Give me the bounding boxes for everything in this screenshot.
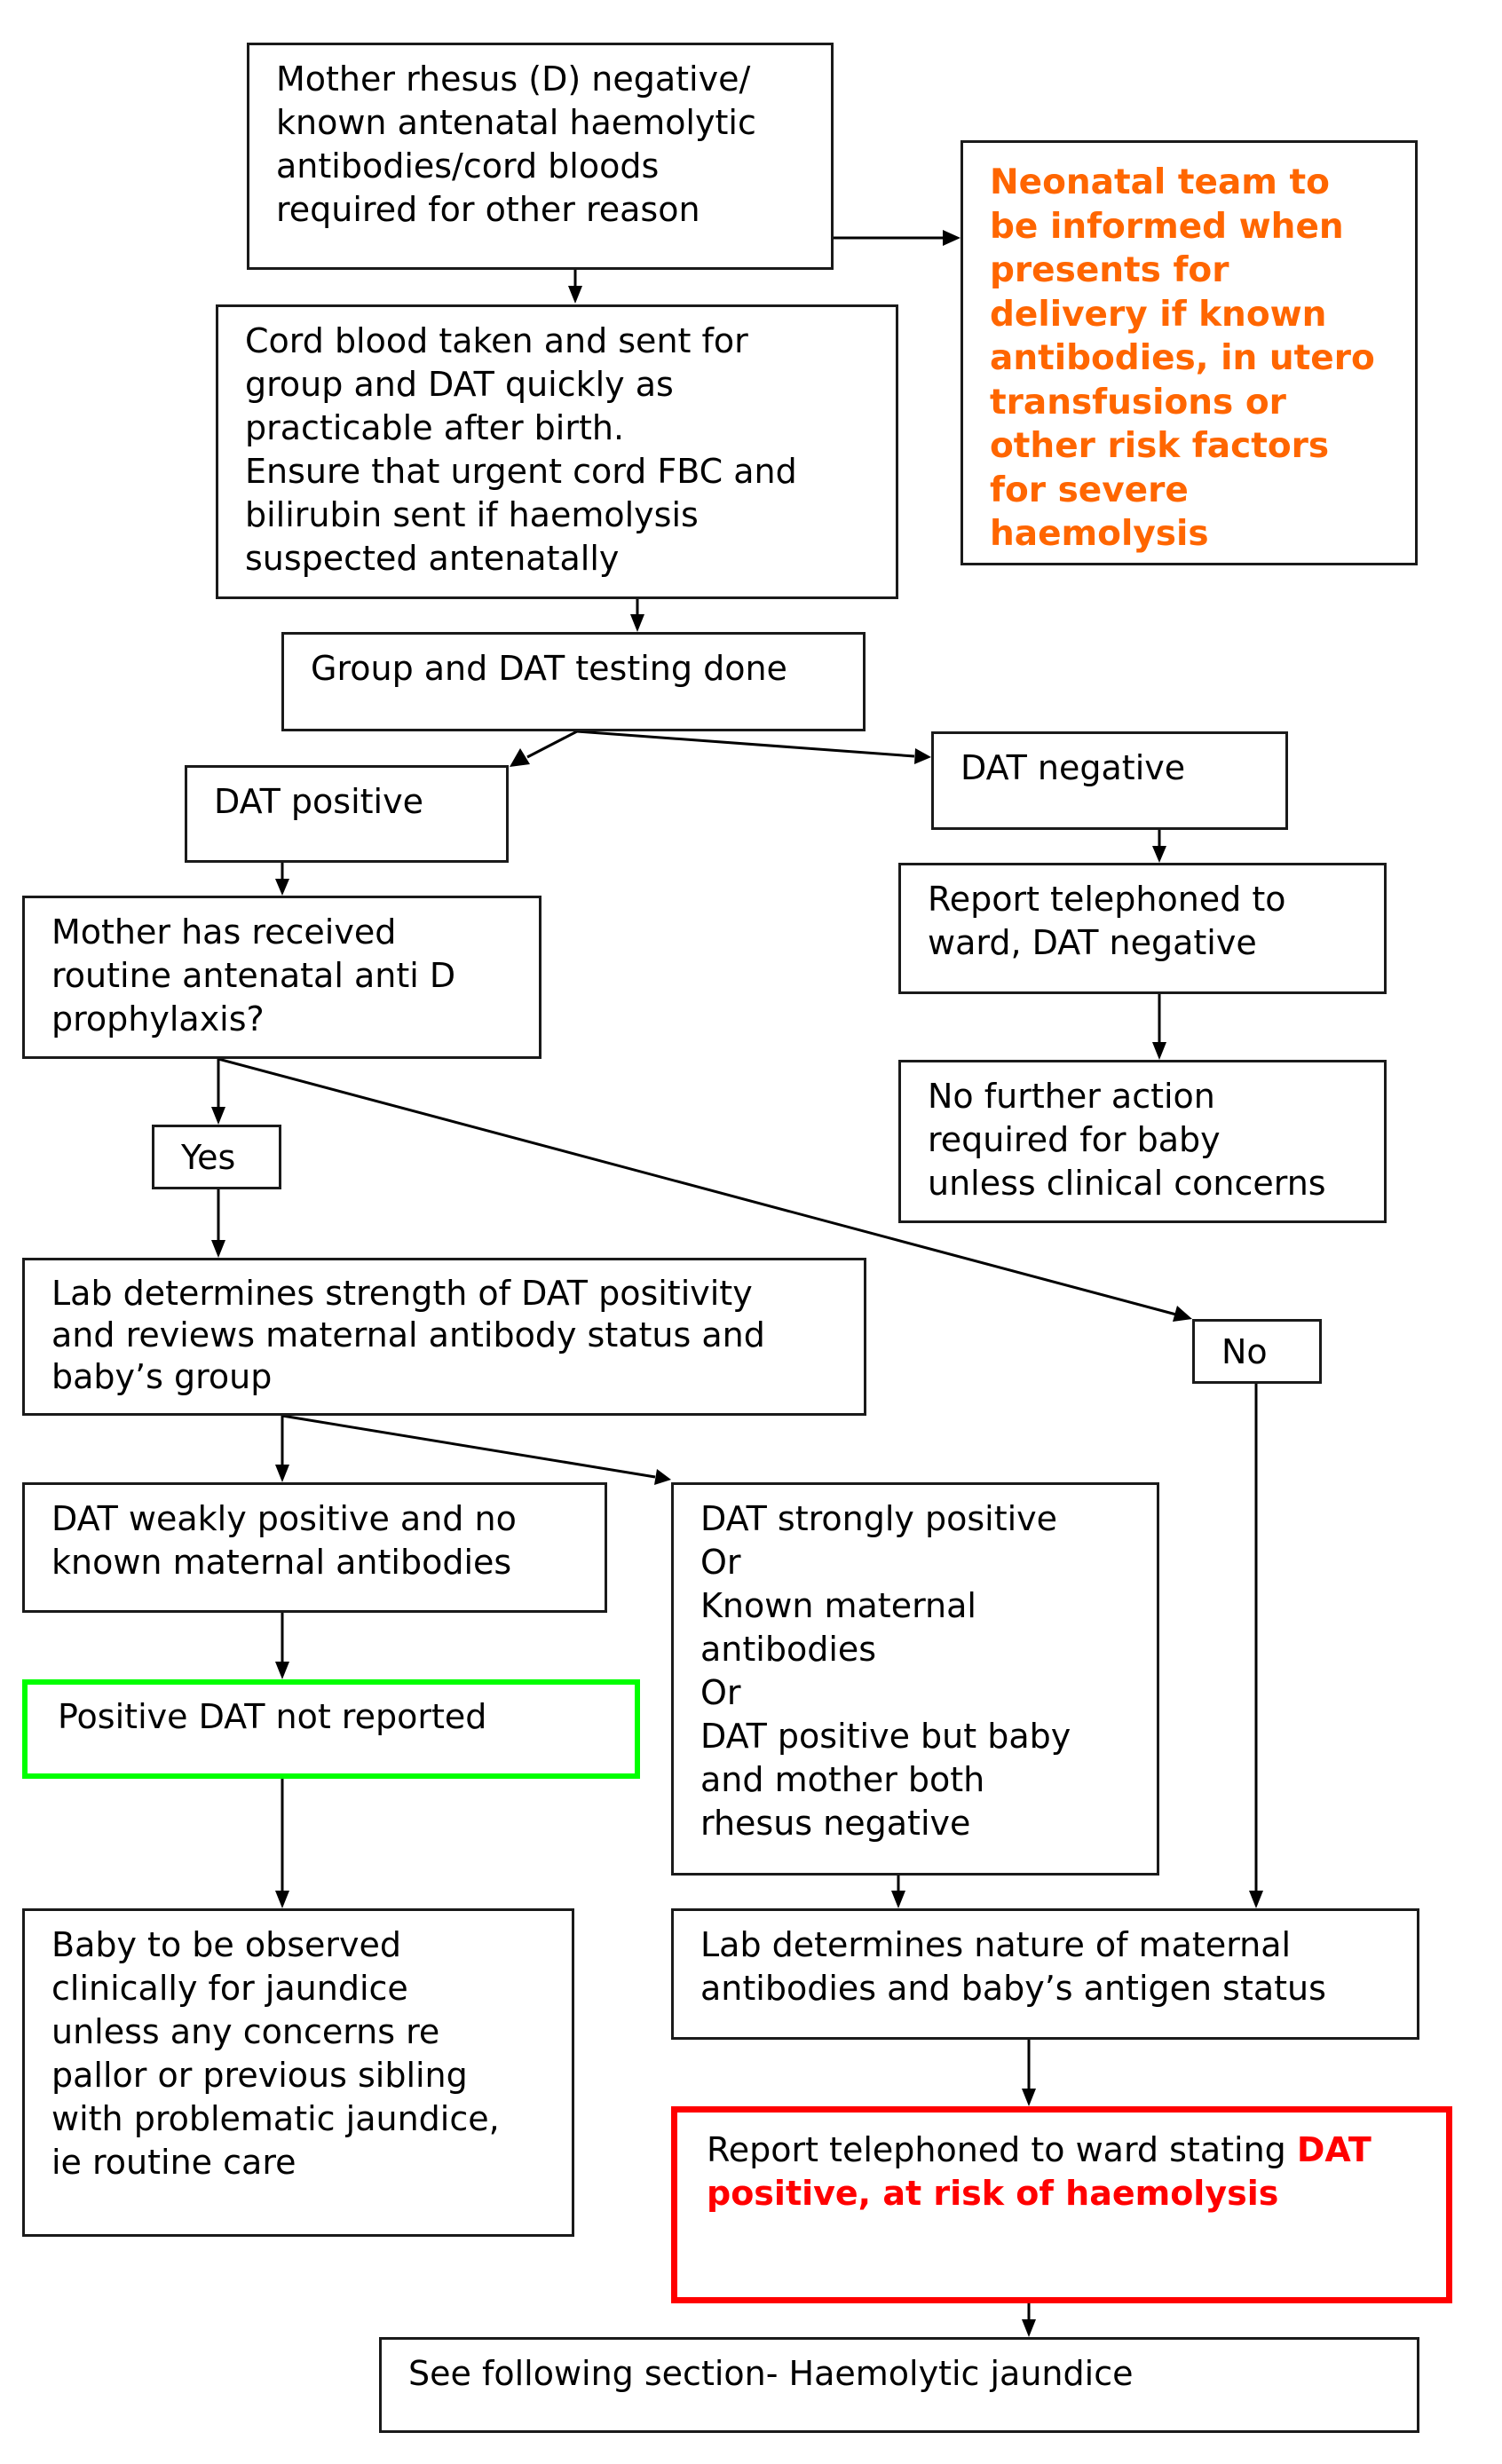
node-report-negative: Report telephoned to ward, DAT negative xyxy=(898,863,1387,994)
arrowhead xyxy=(891,1891,905,1908)
edge-lab-strength-strong xyxy=(281,1414,656,1479)
node-see-following: See following section- Haemolytic jaundi… xyxy=(379,2337,1419,2433)
node-dat-positive: DAT positive xyxy=(185,765,509,863)
node-report-positive: Report telephoned to ward stating DAT po… xyxy=(671,2106,1452,2303)
node-not-reported: Positive DAT not reported xyxy=(22,1679,640,1779)
arrowhead xyxy=(1249,1891,1263,1908)
node-neonatal-team-alert: Neonatal team to be informed when presen… xyxy=(960,140,1418,565)
arrowhead xyxy=(211,1107,225,1125)
arrowhead xyxy=(1173,1306,1192,1322)
node-dat-negative: DAT negative xyxy=(931,731,1288,830)
arrowhead xyxy=(1022,2089,1036,2106)
edge-question-no xyxy=(217,1057,1177,1316)
node-no-further-action: No further action required for baby unle… xyxy=(898,1060,1387,1223)
arrowhead xyxy=(1152,846,1166,863)
arrowhead xyxy=(275,1465,289,1482)
arrowhead xyxy=(510,748,530,767)
report-positive-emphasis-text: DAT positive, at risk of haemolysis xyxy=(707,2130,1372,2213)
node-dat-strong: DAT strongly positive Or Known maternal … xyxy=(671,1482,1159,1876)
arrowhead xyxy=(914,748,931,764)
edge-testing-dat-positive xyxy=(526,730,578,759)
arrowhead xyxy=(211,1240,225,1258)
node-observe-baby: Baby to be observed clinically for jaund… xyxy=(22,1908,574,2237)
arrowhead xyxy=(275,1662,289,1679)
arrowhead xyxy=(275,879,289,896)
node-anti-d-question: Mother has received routine antenatal an… xyxy=(22,896,542,1059)
edge-testing-dat-negative xyxy=(576,730,915,758)
report-positive-plain-text: Report telephoned to ward stating xyxy=(707,2130,1297,2169)
arrowhead xyxy=(630,614,644,632)
node-start: Mother rhesus (D) negative/ known antena… xyxy=(247,43,834,270)
node-lab-nature: Lab determines nature of maternal antibo… xyxy=(671,1908,1419,2040)
arrowhead xyxy=(1022,2319,1036,2337)
node-dat-weak: DAT weakly positive and no known materna… xyxy=(22,1482,607,1613)
arrowhead xyxy=(568,286,582,304)
node-testing-done: Group and DAT testing done xyxy=(281,632,866,731)
node-cord-blood: Cord blood taken and sent for group and … xyxy=(216,304,898,599)
label-no: No xyxy=(1192,1319,1322,1384)
node-lab-strength: Lab determines strength of DAT positivit… xyxy=(22,1258,866,1416)
arrowhead xyxy=(943,230,960,246)
arrowhead xyxy=(1152,1042,1166,1060)
label-yes: Yes xyxy=(152,1125,281,1189)
arrowhead xyxy=(654,1469,671,1485)
arrowhead xyxy=(275,1891,289,1908)
